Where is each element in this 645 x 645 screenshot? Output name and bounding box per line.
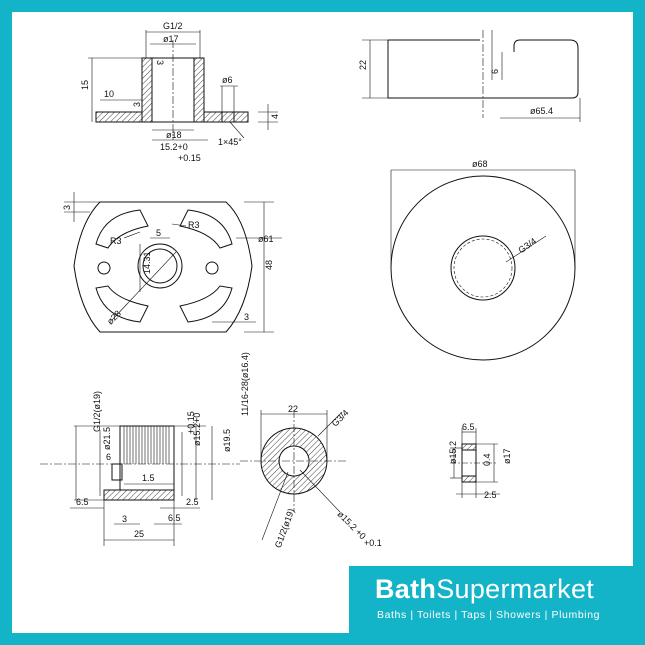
disc-bore: [450, 235, 516, 301]
dim-nipple-left: 6.5: [76, 497, 89, 507]
bush-bottom-wall: [461, 475, 477, 483]
plate-window-bl: [95, 285, 149, 323]
flange-right-wall: [193, 57, 205, 123]
dim-nipple-d4: ø19.5: [222, 429, 232, 452]
dim-nipple-d3: 11/16-28(ø16.4): [240, 352, 250, 416]
plate-hole-right: [205, 261, 219, 275]
dim-ring-inner: G1/2(ø19): [273, 507, 296, 549]
disc-outer: [390, 175, 576, 361]
dim-wall: 3: [155, 60, 165, 65]
bush-view: 6.5 ø15.2 0.4 ø17 2.5: [448, 422, 512, 500]
dim-thread-g12: G1/2: [163, 21, 183, 31]
nipple-thread-hatch: [123, 426, 170, 464]
ring-body: [260, 427, 328, 495]
dim-nipple-tail: 6.5: [168, 513, 181, 523]
dim-bush-top: 6.5: [462, 422, 475, 432]
cover-outline: [387, 39, 579, 99]
flange-left-plate: [95, 111, 143, 123]
brand-banner: BathSupermarket Baths | Toilets | Taps |…: [349, 566, 633, 633]
cover-side-view: 22 6 ø65.4: [358, 30, 581, 122]
dim-nipple-step: 6: [106, 452, 111, 462]
dim-plate-side: 3: [244, 312, 249, 322]
dim-nipple-groove: 1.5: [142, 473, 155, 483]
plate-top-view: 3 R3 R3 5 ø61 14.31 48 ø28 3: [62, 192, 282, 333]
dim-nipple-length: 25: [134, 529, 144, 539]
dim-ring-tol-a: ø15.2 +0: [336, 509, 368, 541]
dim-bush-d1: ø15.2: [448, 441, 458, 464]
dim-tol-b: +0.15: [178, 153, 201, 163]
bush-top-wall: [461, 443, 477, 451]
dim-bush-wall: 0.4: [482, 453, 492, 466]
disc-view: ø68 G3/4: [390, 159, 576, 361]
dim-nipple-d2b: +0.15: [186, 411, 196, 434]
dim-nipple-d1: ø21.5: [102, 427, 112, 450]
nipple-side-view: G1/2(ø19) ø21.5 ø15.2+0 +0.15 11/16-28(ø…: [40, 352, 250, 546]
plate-window-br: [179, 285, 233, 323]
plate-bore: [137, 243, 183, 289]
dim-nipple-d2: ø15.2+0: [192, 413, 202, 446]
dim-bush-len: 2.5: [484, 490, 497, 500]
dim-plate: 4: [270, 114, 280, 119]
dim-nipple-right: 2.5: [186, 497, 199, 507]
dim-chamfer: 1×45°: [218, 137, 242, 147]
plate-window-tl: [95, 209, 149, 249]
flange-section-view: G1/2 ø17 3 15 10 3 ø6 4 ø18 15.2+0 +0.15…: [80, 21, 280, 163]
dim-plate-top: 3: [62, 205, 72, 210]
nipple-flange: [103, 489, 175, 501]
brand-tagline: Baths | Toilets | Taps | Showers | Plumb…: [377, 609, 601, 621]
dim-lip: 3: [132, 102, 142, 107]
flange-right-plate: [203, 111, 249, 123]
brand-name-light: Supermarket: [436, 574, 595, 604]
dim-height: 15: [80, 80, 90, 90]
dim-nipple-mid: 3: [122, 514, 127, 524]
dim-plate-r-left: R3: [110, 236, 122, 246]
dim-disc-dia: ø68: [472, 159, 488, 169]
brand-logo: BathSupermarket: [375, 574, 594, 605]
dim-disc-thread: G3/4: [516, 236, 538, 255]
brand-name-bold: Bath: [375, 574, 437, 604]
dim-ring-width: 22: [288, 404, 298, 414]
dim-ring-tol-b: +0.1: [364, 538, 382, 548]
dim-cover-dia: ø65.4: [530, 106, 553, 116]
dim-ring-thread: G3/4: [330, 408, 351, 429]
plate-outline: [73, 201, 253, 333]
dim-slot: ø6: [222, 75, 233, 85]
dim-step: 10: [104, 89, 114, 99]
flange-left-wall: [141, 57, 153, 123]
dim-top-dia: ø17: [163, 34, 179, 44]
plate-window-tr: [179, 209, 233, 249]
dim-plate-offset: 14.31: [142, 251, 152, 274]
dim-nipple-thread: G1/2(ø19): [92, 391, 102, 432]
ring-section-view: 22 G3/4 G1/2(ø19) ø15.2 +0 +0.1: [240, 404, 382, 549]
dim-plate-gap: 5: [156, 228, 161, 238]
dim-bore: ø18: [166, 130, 182, 140]
drawing-sheet: G1/2 ø17 3 15 10 3 ø6 4 ø18 15.2+0 +0.15…: [12, 12, 633, 633]
dim-cover-height: 22: [358, 60, 368, 70]
dim-cover-lip: 6: [490, 69, 500, 74]
dim-bush-d2: ø17: [502, 448, 512, 464]
dim-plate-r-right: R3: [188, 220, 200, 230]
dim-plate-height: 48: [264, 260, 274, 270]
dim-plate-dia: ø61: [258, 234, 274, 244]
dim-tol-a: 15.2+0: [160, 142, 188, 152]
plate-hole-left: [97, 261, 111, 275]
technical-drawing: G1/2 ø17 3 15 10 3 ø6 4 ø18 15.2+0 +0.15…: [40, 21, 581, 549]
